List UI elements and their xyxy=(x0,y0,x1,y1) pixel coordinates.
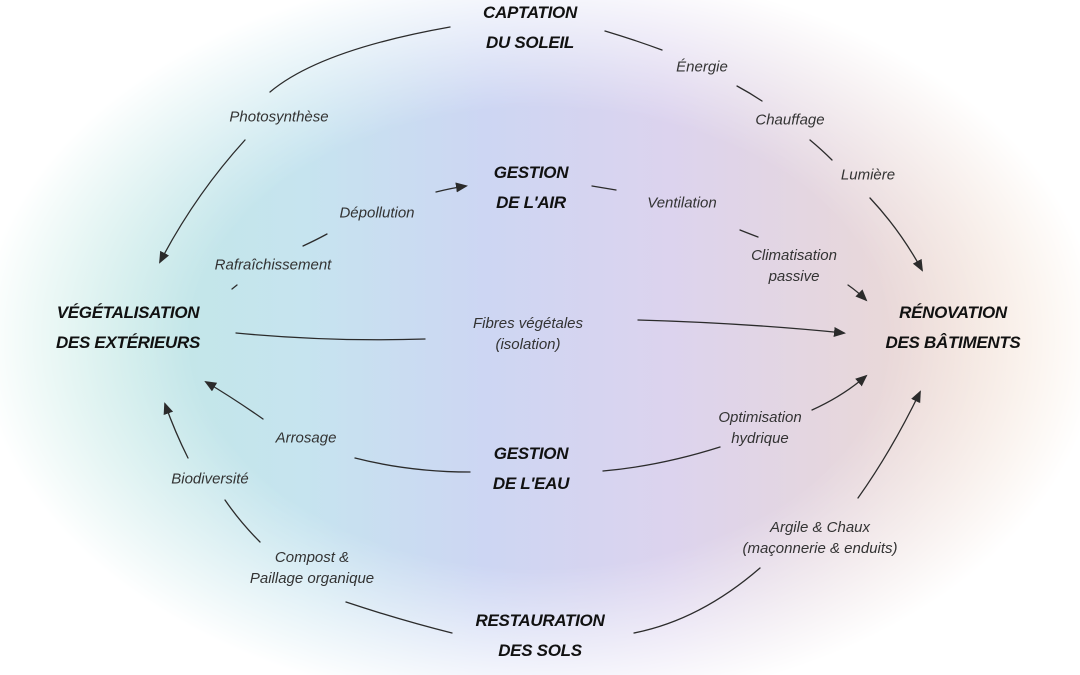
node-vegetalisation-line2: DES EXTÉRIEURS xyxy=(55,333,201,352)
arrow-fibres-right xyxy=(637,319,846,337)
arrow-depollution-to-air xyxy=(435,182,468,193)
label-climatisation-line1: Climatisation xyxy=(751,247,837,264)
arrow-eau-to-optimisation xyxy=(602,446,721,472)
node-gestion-de-l-eau: GESTION DE L'EAU xyxy=(492,439,570,499)
arrow-ventilation-to-climatisation xyxy=(739,229,759,238)
label-optimisation-hydrique: Optimisation hydrique xyxy=(718,407,801,449)
node-eau-line1: GESTION xyxy=(493,444,569,463)
label-fibres-vegetales: Fibres végétales (isolation) xyxy=(473,313,583,355)
node-restauration-des-sols: RESTAURATION DES SOLS xyxy=(476,606,605,666)
label-optimisation-line2: hydrique xyxy=(731,430,789,447)
arrow-arrosage-to-vegetalisation xyxy=(204,380,264,420)
node-captation-line2: DU SOLEIL xyxy=(486,33,574,52)
arrow-fibres-left xyxy=(235,332,426,341)
arrow-optimisation-to-renovation xyxy=(811,374,868,411)
arrow-sols-to-compost xyxy=(345,601,453,634)
label-climatisation-line2: passive xyxy=(768,268,820,285)
arrow-biodiversite-to-vegetalisation xyxy=(163,402,189,459)
node-renovation-line2: DES BÂTIMENTS xyxy=(885,333,1021,352)
arrow-captation-to-vegetalisation-bottom xyxy=(159,139,246,264)
arrow-captation-segment-2 xyxy=(736,85,763,102)
label-chauffage: Chauffage xyxy=(755,111,825,129)
label-fibres-line1: Fibres végétales xyxy=(472,315,584,332)
node-sols-line1: RESTAURATION xyxy=(475,611,605,630)
arrow-argile-to-renovation xyxy=(857,390,921,499)
label-argile-chaux: Argile & Chaux (maçonnerie & enduits) xyxy=(742,517,897,559)
label-compost-line2: Paillage organique xyxy=(249,570,375,587)
node-sols-line2: DES SOLS xyxy=(498,641,582,660)
label-optimisation-line1: Optimisation xyxy=(718,409,802,426)
arrow-sols-to-argile xyxy=(633,567,761,634)
label-lumiere: Lumière xyxy=(840,166,896,184)
label-rafraichissement: Rafraîchissement xyxy=(214,256,332,274)
arrow-eau-to-arrosage xyxy=(354,457,471,473)
label-biodiversite: Biodiversité xyxy=(171,470,249,488)
node-air-line2: DE L'AIR xyxy=(496,193,566,212)
label-energie: Énergie xyxy=(676,58,728,76)
node-air-line1: GESTION xyxy=(493,163,569,182)
node-vegetalisation-line1: VÉGÉTALISATION xyxy=(56,303,200,322)
arrow-captation-segment-3 xyxy=(809,139,833,161)
arrow-captation-to-vegetalisation-top xyxy=(269,26,451,93)
label-climatisation-passive: Climatisation passive xyxy=(751,245,837,287)
label-photosynthese: Photosynthèse xyxy=(229,108,329,126)
node-captation-du-soleil: CAPTATION DU SOLEIL xyxy=(483,0,577,58)
arrow-captation-to-renovation xyxy=(869,197,923,272)
arrow-rafraichissement-to-depollution xyxy=(302,233,328,247)
node-renovation-des-batiments: RÉNOVATION DES BÂTIMENTS xyxy=(886,298,1021,358)
label-argile-line2: (maçonnerie & enduits) xyxy=(742,540,898,557)
label-compost-paillage: Compost & Paillage organique xyxy=(250,547,374,589)
arrow-rafraichissement-tick xyxy=(231,284,238,290)
label-ventilation: Ventilation xyxy=(647,194,717,212)
node-gestion-de-l-air: GESTION DE L'AIR xyxy=(493,158,569,218)
node-captation-line1: CAPTATION xyxy=(483,3,577,22)
arrow-climatisation-to-renovation xyxy=(847,284,868,302)
node-vegetalisation-des-exterieurs: VÉGÉTALISATION DES EXTÉRIEURS xyxy=(56,298,200,358)
arrow-air-to-ventilation xyxy=(591,185,617,191)
label-fibres-line2: (isolation) xyxy=(495,336,561,353)
node-eau-line2: DE L'EAU xyxy=(492,474,570,493)
label-depollution: Dépollution xyxy=(339,204,415,222)
label-arrosage: Arrosage xyxy=(275,429,337,447)
arrow-compost-to-biodiversite xyxy=(224,499,261,543)
arrow-captation-segment-1 xyxy=(604,30,663,51)
node-renovation-line1: RÉNOVATION xyxy=(899,303,1007,322)
label-argile-line1: Argile & Chaux xyxy=(769,519,871,536)
label-compost-line1: Compost & xyxy=(274,549,350,566)
